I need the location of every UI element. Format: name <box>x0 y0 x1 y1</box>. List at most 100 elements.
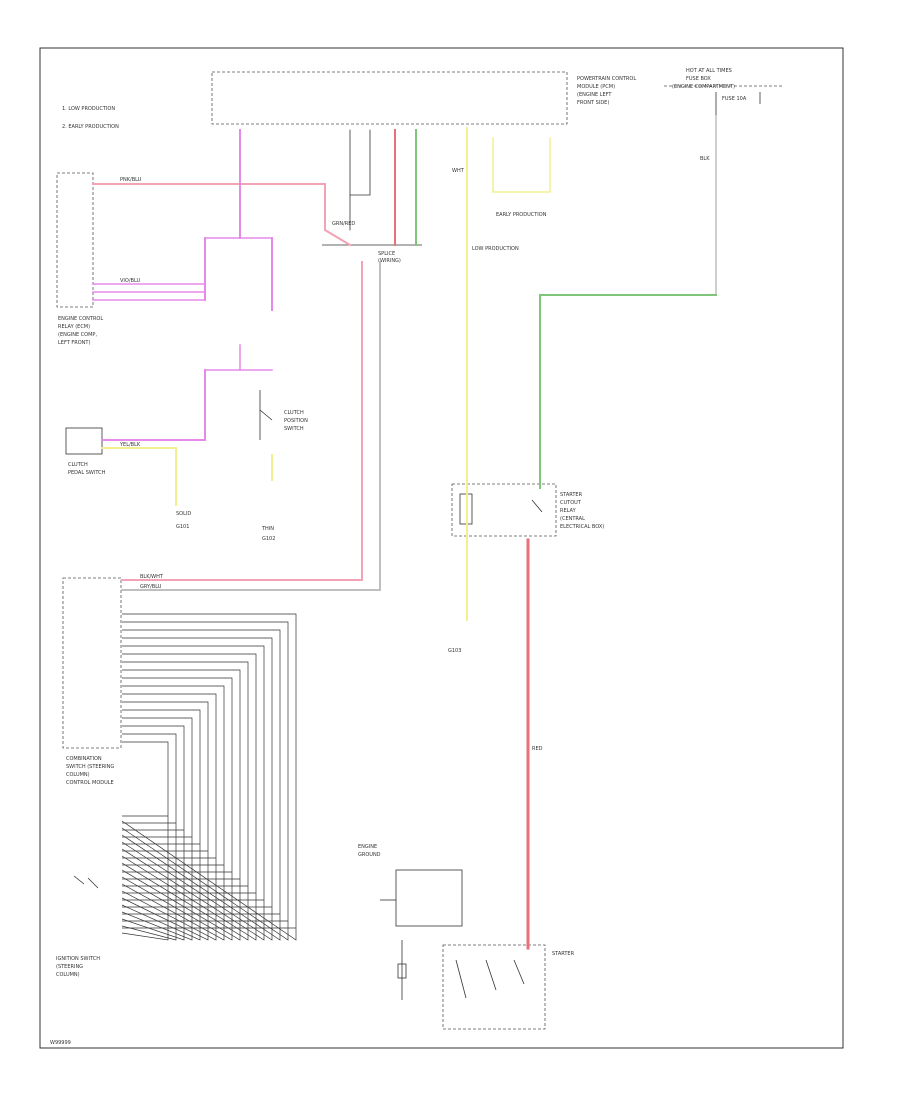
ground-label-g101: G101 <box>176 524 189 530</box>
legend-item-1: 1. LOW PRODUCTION <box>62 106 115 112</box>
wire-label-blk: BLK <box>700 156 710 162</box>
bundle-wire <box>121 621 289 941</box>
engine-label-1: ENGINE <box>358 844 377 850</box>
starter-contact-2 <box>485 959 497 991</box>
fuse-box-label-4: FUSE 10A <box>722 96 747 102</box>
relay-label-4: (CENTRAL <box>560 516 585 522</box>
wire-magenta-clutch <box>101 369 206 441</box>
wire-yellow-clutch <box>101 447 177 506</box>
fuse-box-label-1: HOT AT ALL TIMES <box>686 68 732 74</box>
fuse-box-label-2: FUSE BOX <box>686 76 711 82</box>
ecm-module: ENGINE CONTROL RELAY (ECM) (ENGINE COMP,… <box>56 172 103 346</box>
bundle-wire <box>121 701 209 941</box>
wire-black-jumper <box>349 129 371 196</box>
relay-label-2: CUTOUT <box>560 500 582 506</box>
ecm-label-4: LEFT FRONT) <box>58 340 90 346</box>
relay-contact <box>531 499 543 513</box>
clutch-pedal-label-1: CLUTCH <box>68 462 88 468</box>
pcm-label-2: MODULE (PCM) <box>577 84 615 90</box>
wire-labels: PNK/BLU BLK/WHT VIO/BLU GRN/RED YEL/BLK … <box>119 156 710 752</box>
pcm-label-1: POWERTRAIN CONTROL <box>577 76 636 82</box>
fuse-box-top-right: HOT AT ALL TIMES FUSE BOX (ENGINE COMPAR… <box>664 68 782 116</box>
wire-label-early-production: EARLY PRODUCTION <box>496 212 547 218</box>
ecm-label-3: (ENGINE COMP, <box>58 332 97 338</box>
relay-label-3: RELAY <box>560 508 577 514</box>
wire-label-thin: THIN <box>261 526 274 532</box>
clutch-switch-label-2: POSITION <box>284 418 308 424</box>
bundle-wire <box>121 653 257 941</box>
starter-motor: STARTER <box>442 944 575 1030</box>
combination-module: COMBINATION SWITCH (STEERING COLUMN) CON… <box>62 577 122 786</box>
wire-gray-long <box>121 261 381 591</box>
bundle-wire <box>121 661 249 941</box>
starter-cutout-relay: STARTER CUTOUT RELAY (CENTRAL ELECTRICAL… <box>451 483 604 537</box>
bundle-wire <box>121 637 273 941</box>
relay-label-5: ELECTRICAL BOX) <box>560 524 604 530</box>
ignition-label-1: IGNITION SWITCH <box>56 956 100 962</box>
wire-green-relay <box>539 294 717 489</box>
diagram-id: W99999 <box>50 1040 71 1046</box>
wire-label-wht: WHT <box>452 168 465 174</box>
starter-contact-3 <box>513 959 525 985</box>
wire-yellow-loop <box>492 137 551 193</box>
fuse-box-label-3: (ENGINE COMPARTMENT) <box>672 84 735 90</box>
ignition-contact-1 <box>73 875 85 885</box>
engine-ground-block: ENGINE GROUND <box>358 844 463 1000</box>
bundle-wire <box>121 613 297 941</box>
splice-label-2: (WIRING) <box>378 258 401 264</box>
combination-label-4: CONTROL MODULE <box>66 780 114 786</box>
ignition-contact-2 <box>87 877 99 889</box>
wire-label-low-production: LOW PRODUCTION <box>472 246 519 252</box>
bundle-wire <box>121 693 217 941</box>
pcm-label-4: FRONT SIDE) <box>577 100 609 106</box>
wire-label-pnk-blu: PNK/BLU <box>120 177 142 183</box>
wire-label-solid: SOLID <box>176 511 191 517</box>
bundle-wire <box>121 629 281 941</box>
clutch-pedal-switch-box <box>65 427 103 455</box>
ground-labels: G101 G102 G103 <box>176 524 461 654</box>
ignition-switch: IGNITION SWITCH (STEERING COLUMN) <box>56 875 100 978</box>
engine-ground-box <box>395 869 463 927</box>
bundle-wire <box>121 685 225 941</box>
clutch-pedal-switch: CLUTCH PEDAL SWITCH <box>65 427 106 476</box>
wire-pink-ecm <box>92 183 352 247</box>
ecm-label-2: RELAY (ECM) <box>58 324 90 330</box>
bundle-wire <box>121 741 169 941</box>
clutch-switch-label-1: CLUTCH <box>284 410 304 416</box>
wire-label-grn-red: GRN/RED <box>332 221 355 227</box>
wire-pink-long <box>121 261 363 581</box>
starter-relay-box <box>451 483 557 537</box>
clutch-pedal-label-2: PEDAL SWITCH <box>68 470 106 476</box>
combination-label-1: COMBINATION <box>66 756 102 762</box>
starter-label: STARTER <box>552 951 575 957</box>
ecm-module-box <box>56 172 94 308</box>
relay-label-1: STARTER <box>560 492 583 498</box>
pcm-module: POWERTRAIN CONTROL MODULE (PCM) (ENGINE … <box>211 71 636 125</box>
wire-label-gry-blu: GRY/BLU <box>140 584 162 590</box>
upper-splice: SPLICE (WIRING) <box>322 244 422 264</box>
switch-blade <box>259 409 273 421</box>
diagram-frame <box>39 47 844 1049</box>
starter-contact-1 <box>455 959 467 999</box>
ignition-label-3: COLUMN) <box>56 972 80 978</box>
engine-label-2: GROUND <box>358 852 381 858</box>
legend: 1. LOW PRODUCTION 2. EARLY PRODUCTION <box>62 106 119 130</box>
bundle-wire <box>121 725 185 941</box>
clutch-position-switch: CLUTCH POSITION SWITCH <box>259 390 308 440</box>
bundle-wire <box>121 709 201 941</box>
pcm-label-3: (ENGINE LEFT <box>577 92 612 98</box>
wire-label-vio-blu: VIO/BLU <box>120 278 140 284</box>
wire-label-blk-wht: BLK/WHT <box>140 574 164 580</box>
wire-label-yel-blk: YEL/BLK <box>119 442 141 448</box>
combination-label-2: SWITCH (STEERING <box>66 764 114 770</box>
ground-label-g102: G102 <box>262 536 275 542</box>
combination-module-box <box>62 577 122 749</box>
ecm-label-1: ENGINE CONTROL <box>58 316 103 322</box>
bundle-wire <box>121 717 193 941</box>
splice-label-1: SPLICE <box>378 251 395 257</box>
ground-label-g103: G103 <box>448 648 461 654</box>
bundle-wire <box>121 677 233 941</box>
ignition-label-2: (STEERING <box>56 964 83 970</box>
